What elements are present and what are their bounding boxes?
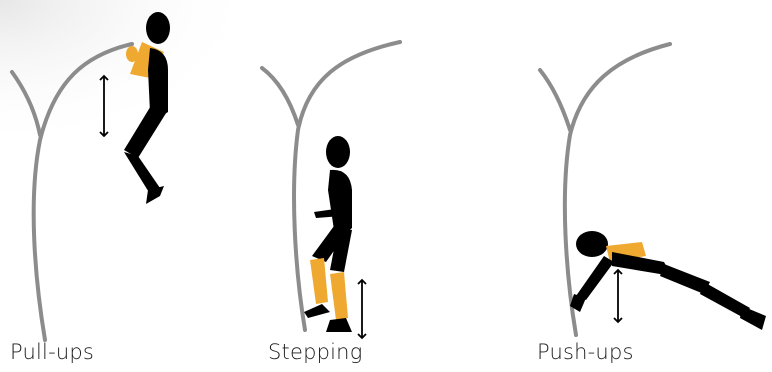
- figure-foot: [304, 304, 330, 318]
- caption-stepping: Stepping: [268, 340, 363, 364]
- figure-shin-highlight: [330, 272, 348, 320]
- figure-torso: [328, 170, 352, 233]
- figure-foot: [326, 318, 352, 332]
- caption-pull-ups: Pull-ups: [10, 340, 94, 364]
- figure-torso: [148, 48, 168, 115]
- figure-shin-highlight: [310, 258, 328, 304]
- figure-shin: [124, 152, 160, 194]
- panel-stepping: [262, 42, 400, 338]
- figure-head: [576, 231, 608, 257]
- figure-foot: [740, 306, 766, 330]
- figure-push-ups: [570, 231, 766, 330]
- figure-head: [146, 12, 170, 44]
- caption-push-ups: Push-ups: [537, 340, 634, 364]
- figure-stepping: [304, 136, 352, 332]
- panel-push-ups: [540, 44, 766, 335]
- figure-arm: [576, 256, 614, 300]
- figure-head: [326, 136, 350, 168]
- tree-trunk-3: [540, 44, 670, 335]
